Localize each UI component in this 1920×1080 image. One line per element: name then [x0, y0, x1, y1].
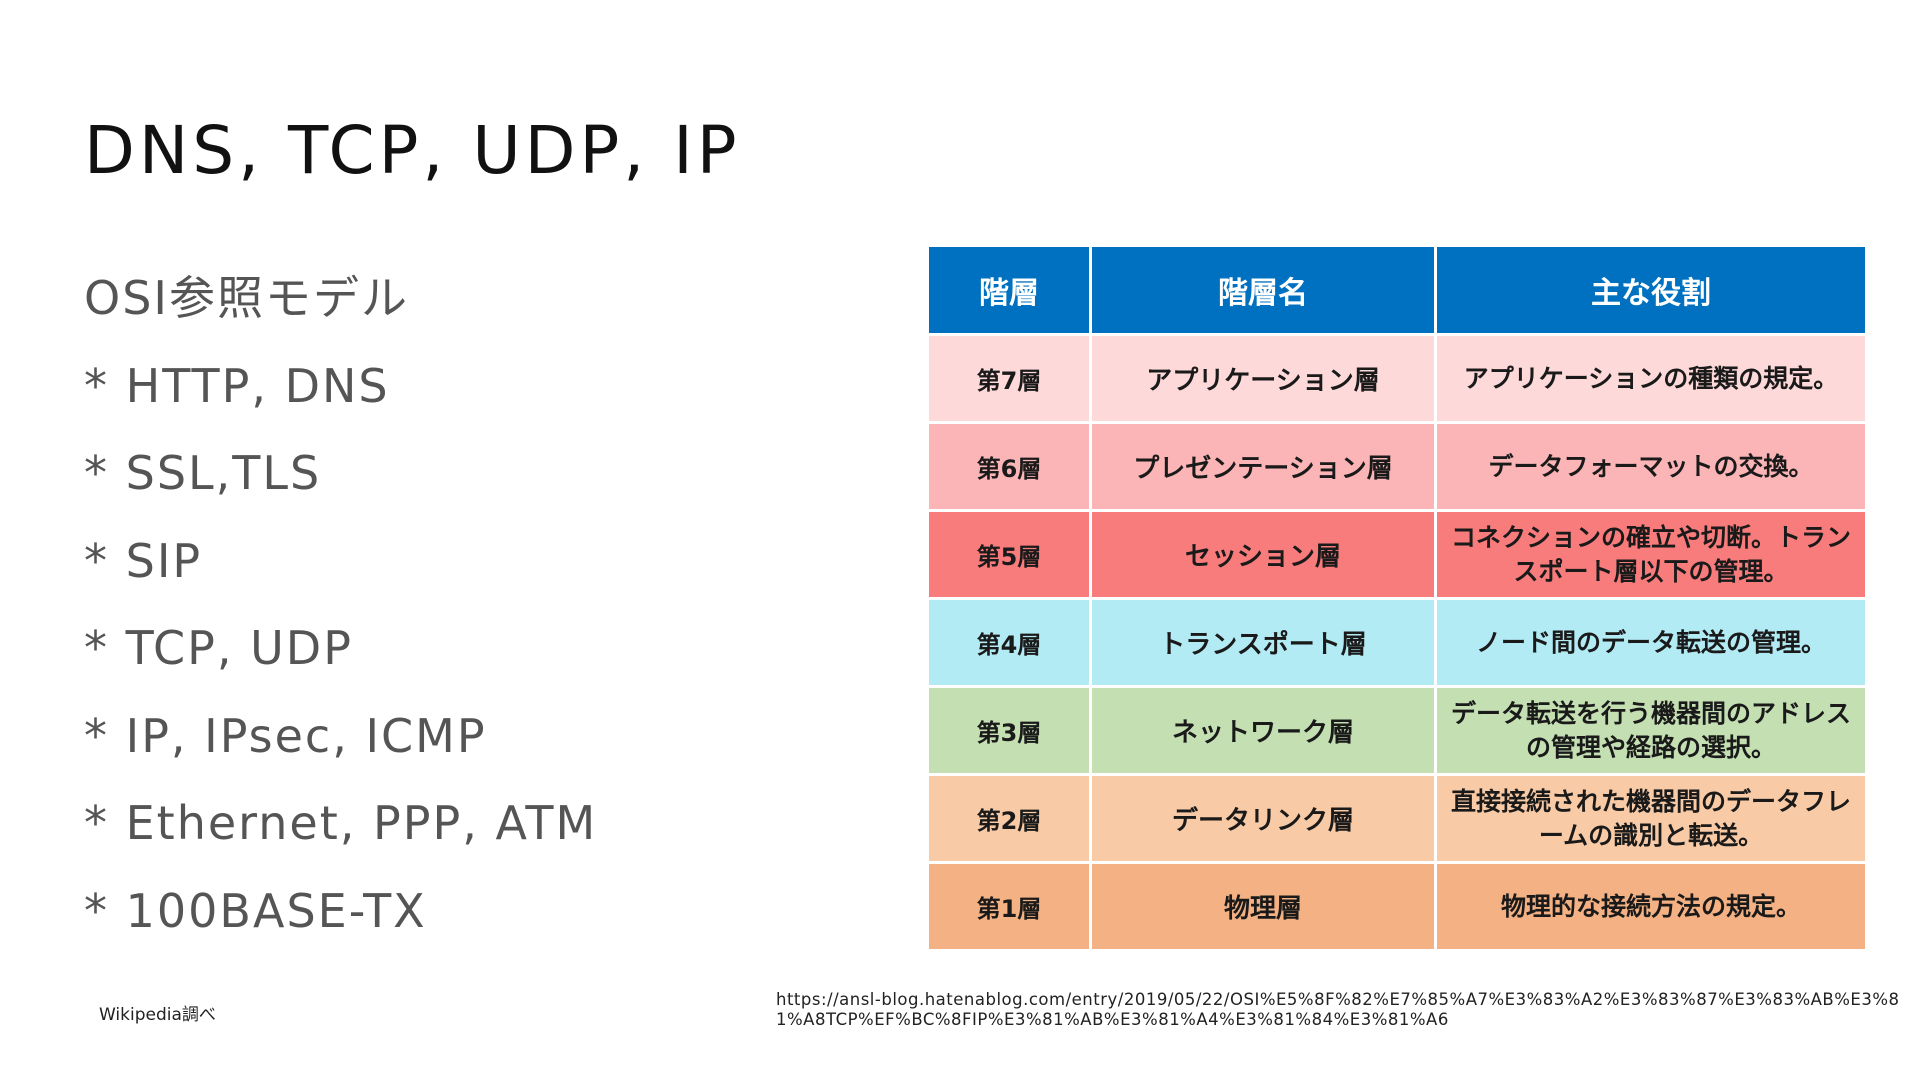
role-cell: 直接接続された機器間のデータフレームの識別と転送。	[1434, 773, 1868, 864]
header-layer-name: 階層名	[1089, 244, 1437, 336]
bullet-item: * 100BASE-TX	[84, 883, 427, 938]
table-row: 第4層 トランスポート層 ノード間のデータ転送の管理。	[926, 597, 1868, 688]
layer-cell: 第3層	[926, 685, 1092, 776]
table-row: 第2層 データリンク層 直接接続された機器間のデータフレームの識別と転送。	[926, 773, 1868, 864]
source-url: https://ansl-blog.hatenablog.com/entry/2…	[776, 990, 1900, 1029]
bullet-item: * SSL,TLS	[84, 446, 322, 500]
layer-cell: 第1層	[926, 861, 1092, 952]
layer-cell: 第4層	[926, 597, 1092, 688]
table-row: 第5層 セッション層 コネクションの確立や切断。トランスポート層以下の管理。	[926, 509, 1868, 600]
header-role: 主な役割	[1434, 244, 1868, 336]
source-note-wikipedia: Wikipedia調べ	[99, 1005, 216, 1025]
role-cell: ノード間のデータ転送の管理。	[1434, 597, 1868, 688]
layer-name-cell: 物理層	[1089, 861, 1437, 952]
layer-name-cell: セッション層	[1089, 509, 1437, 600]
layer-name-cell: データリンク層	[1089, 773, 1437, 864]
bullet-item: * Ethernet, PPP, ATM	[84, 796, 598, 850]
slide-title: DNS, TCP, UDP, IP	[84, 112, 741, 189]
role-cell: データフォーマットの交換。	[1434, 421, 1868, 512]
table-header-row: 階層 階層名 主な役割	[926, 244, 1868, 336]
bullet-list: OSI参照モデル * HTTP, DNS * SSL,TLS * SIP * T…	[84, 255, 597, 955]
role-cell: 物理的な接続方法の規定。	[1434, 861, 1868, 952]
role-cell: データ転送を行う機器間のアドレスの管理や経路の選択。	[1434, 685, 1868, 776]
bullet-item: * IP, IPsec, ICMP	[84, 708, 487, 763]
table-row: 第3層 ネットワーク層 データ転送を行う機器間のアドレスの管理や経路の選択。	[926, 685, 1868, 776]
layer-name-cell: トランスポート層	[1089, 597, 1437, 688]
role-cell: アプリケーションの種類の規定。	[1434, 333, 1868, 424]
layer-name-cell: アプリケーション層	[1089, 333, 1437, 424]
osi-layer-table: 階層 階層名 主な役割 第7層 アプリケーション層 アプリケーションの種類の規定…	[926, 244, 1868, 952]
header-layer: 階層	[926, 244, 1092, 336]
layer-cell: 第7層	[926, 333, 1092, 424]
layer-cell: 第2層	[926, 773, 1092, 864]
table-row: 第7層 アプリケーション層 アプリケーションの種類の規定。	[926, 333, 1868, 424]
table-row: 第6層 プレゼンテーション層 データフォーマットの交換。	[926, 421, 1868, 512]
bullet-item: * TCP, UDP	[84, 621, 353, 675]
layer-cell: 第6層	[926, 421, 1092, 512]
role-cell: コネクションの確立や切断。トランスポート層以下の管理。	[1434, 509, 1868, 600]
bullet-item: * SIP	[84, 533, 203, 588]
layer-cell: 第5層	[926, 509, 1092, 600]
layer-name-cell: ネットワーク層	[1089, 685, 1437, 776]
bullet-item: OSI参照モデル	[84, 271, 409, 325]
bullet-item: * HTTP, DNS	[84, 358, 390, 413]
table-row: 第1層 物理層 物理的な接続方法の規定。	[926, 861, 1868, 952]
layer-name-cell: プレゼンテーション層	[1089, 421, 1437, 512]
